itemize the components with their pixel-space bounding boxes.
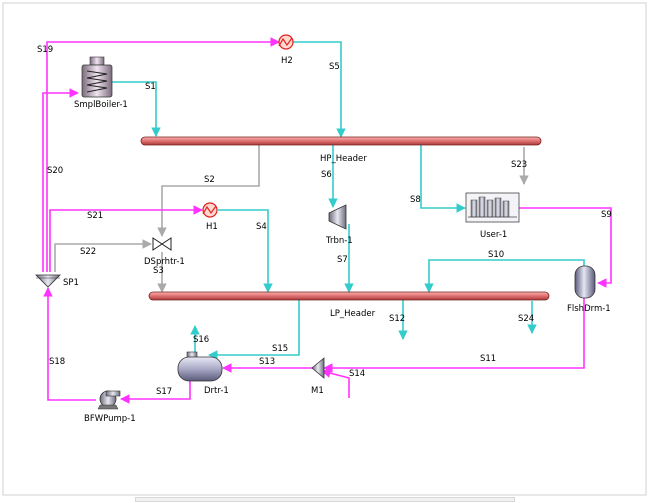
splitter-icon: [35, 274, 61, 288]
stream-s5[interactable]: [293, 41, 346, 138]
stream-s15[interactable]: [208, 299, 300, 360]
stream-s10[interactable]: [424, 259, 585, 293]
hp-header-label: HP_Header: [320, 154, 367, 164]
stream-label-s8: S8: [410, 195, 421, 205]
stream-label-s13: S13: [259, 357, 275, 367]
stream-label-s7: S7: [337, 255, 348, 265]
heater-icon: [202, 202, 218, 218]
stream-label-s10: S10: [488, 250, 504, 260]
turbine-icon: [328, 204, 347, 230]
stream-s8[interactable]: [420, 145, 466, 213]
mixer-label: M1: [311, 386, 324, 396]
stream-label-s11: S11: [480, 354, 496, 364]
splitter-label: SP1: [63, 278, 79, 288]
desuperheater-unit[interactable]: [152, 237, 172, 251]
stream-label-s2: S2: [204, 175, 215, 185]
mixer-icon: [311, 357, 325, 379]
stream-label-s12: S12: [389, 314, 405, 324]
pump-label: BFWPump-1: [84, 414, 136, 424]
flash-drum-unit[interactable]: [574, 265, 596, 299]
valve-icon: [152, 237, 172, 251]
lp-header[interactable]: [148, 291, 550, 301]
stream-label-s21: S21: [87, 211, 103, 221]
stream-s18[interactable]: [43, 287, 96, 401]
heater-h1-label: H1: [206, 222, 218, 232]
splitter-unit[interactable]: [35, 274, 61, 288]
horizontal-scrollbar[interactable]: [135, 497, 515, 502]
stream-s11[interactable]: [323, 297, 585, 373]
deaerator-unit[interactable]: [177, 351, 223, 382]
stream-label-s24: S24: [518, 314, 534, 324]
desuperheater-label: DSprhtr-1: [144, 257, 185, 267]
stream-s14[interactable]: [321, 368, 350, 398]
lp-header-label: LP_Header: [330, 309, 376, 319]
stream-s17[interactable]: [120, 381, 191, 404]
stream-label-s16: S16: [193, 335, 209, 345]
turbine-label: Trbn-1: [325, 236, 353, 246]
steam-user-icon: [465, 192, 520, 223]
stream-label-s9: S9: [601, 210, 612, 220]
stream-s9[interactable]: [519, 207, 612, 288]
heater-icon: [278, 34, 294, 50]
hp-header[interactable]: [140, 136, 542, 146]
turbine-unit[interactable]: [328, 204, 347, 230]
boiler-icon: [81, 56, 113, 98]
stream-s1[interactable]: [112, 81, 161, 137]
flash-drum-icon: [574, 265, 596, 299]
header-pipe-icon: [140, 136, 542, 146]
stream-label-s15: S15: [272, 344, 288, 354]
deaerator-label: Drtr-1: [204, 386, 229, 396]
deaerator-icon: [177, 351, 223, 382]
stream-label-s1: S1: [145, 82, 156, 92]
stream-label-s20: S20: [47, 166, 63, 176]
stream-label-s17: S17: [156, 387, 172, 397]
stream-label-s19: S19: [37, 45, 53, 55]
stream-s2: [157, 145, 260, 237]
stream-label-s5: S5: [329, 62, 340, 72]
steam-user-label: User-1: [480, 230, 507, 240]
stream-label-s23: S23: [511, 160, 527, 170]
heater-h1[interactable]: [202, 202, 218, 218]
stream-label-s4: S4: [256, 222, 267, 232]
stream-label-s3: S3: [153, 266, 164, 276]
canvas-border: [2, 2, 647, 496]
boiler-unit[interactable]: [81, 56, 113, 98]
pump-unit[interactable]: [97, 390, 121, 410]
heater-h2[interactable]: [278, 34, 294, 50]
heater-h2-label: H2: [281, 56, 293, 66]
stream-s22: [54, 239, 152, 272]
pump-icon: [97, 390, 121, 410]
steam-user-unit[interactable]: [465, 192, 520, 223]
header-pipe-icon: [148, 291, 550, 301]
stream-label-s14: S14: [349, 369, 365, 379]
mixer-unit[interactable]: [311, 357, 325, 379]
stream-s20[interactable]: [42, 88, 79, 272]
stream-s21[interactable]: [49, 205, 203, 272]
stream-label-s6: S6: [321, 170, 332, 180]
stream-s19[interactable]: [46, 37, 280, 272]
stream-label-s18: S18: [49, 357, 65, 367]
flash-drum-label: FlshDrm-1: [567, 304, 611, 314]
boiler-label: SmplBoiler-1: [74, 100, 128, 110]
stream-s4[interactable]: [218, 209, 273, 293]
stream-label-s22: S22: [80, 247, 96, 257]
